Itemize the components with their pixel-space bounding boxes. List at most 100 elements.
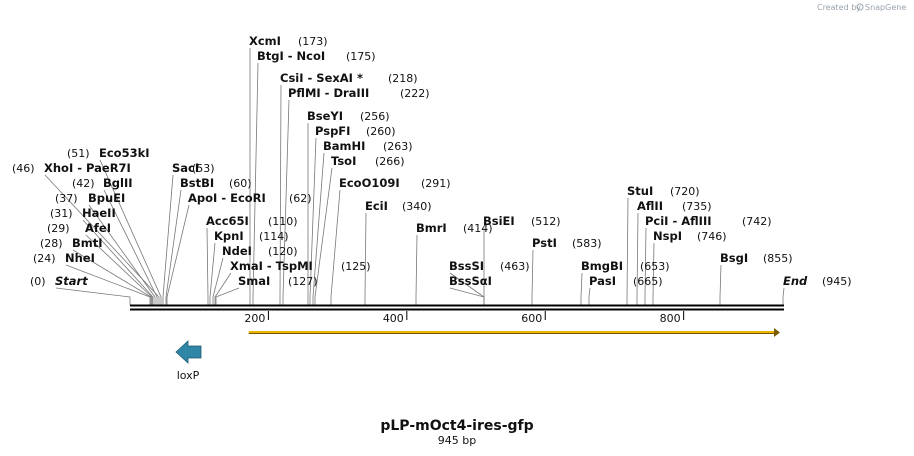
- site-label[interactable]: (37)BpuEI: [55, 191, 125, 205]
- site-label[interactable]: (653)BmgBI: [581, 259, 670, 273]
- site-leader-line: [415, 234, 418, 305]
- site-leader-line: [206, 227, 209, 305]
- site-position: (60): [229, 177, 252, 190]
- site-position: (720): [670, 185, 700, 198]
- site-leader-line: [314, 167, 333, 305]
- site-leader-line: [626, 197, 629, 305]
- site-leader-line: [85, 234, 153, 305]
- site-name: Eco53kI: [99, 146, 150, 160]
- site-leader-line: [282, 99, 290, 305]
- snapgene-logo-icon: [856, 3, 864, 11]
- site-name: PciI - AflIII: [645, 214, 712, 228]
- site-label[interactable]: (51)Eco53kI: [67, 146, 150, 160]
- site-name: BamHI: [323, 139, 365, 153]
- site-position: (512): [531, 215, 561, 228]
- site-label[interactable]: (735)AflII: [637, 199, 712, 213]
- site-label[interactable]: (29)AfeI: [47, 221, 111, 235]
- site-label[interactable]: (60) BstBI: [180, 176, 252, 190]
- site-labels: (0)Start (24)NheI(28)BmtI(29)AfeI(31)HaeI…: [12, 34, 852, 288]
- site-label[interactable]: (256)BseYI: [307, 109, 390, 123]
- site-position: (127): [288, 275, 318, 288]
- site-label[interactable]: (46)XhoI - PaeR7I: [12, 161, 131, 175]
- site-label[interactable]: (512) BsiEI: [483, 214, 561, 228]
- site-leader-line: [103, 189, 158, 305]
- site-leader-line: [88, 204, 156, 305]
- sequence-backbone: [130, 304, 784, 311]
- site-label[interactable]: (720)StuI: [627, 184, 700, 198]
- site-name: AflII: [637, 199, 663, 213]
- site-position: (173): [298, 35, 328, 48]
- site-label[interactable]: (218)CsiI - SexAI *: [280, 71, 418, 85]
- site-label[interactable]: (173)XcmI: [249, 34, 328, 48]
- map-title: pLP-mOct4-ires-gfp: [380, 418, 533, 434]
- site-label[interactable]: (28)BmtI: [40, 236, 103, 250]
- site-label[interactable]: (42)BglII: [72, 176, 133, 190]
- site-leader-line: [588, 287, 591, 305]
- ruler-tick-label: 200: [244, 312, 265, 325]
- site-position: (583): [572, 237, 602, 250]
- site-label[interactable]: (583)PstI: [532, 236, 602, 250]
- site-label[interactable]: (175)BtgI - NcoI: [257, 49, 376, 63]
- site-label[interactable]: (120)NdeI: [222, 244, 298, 258]
- site-label[interactable]: (31)HaeII: [50, 206, 116, 220]
- site-name: BmgBI: [581, 259, 623, 273]
- site-position: (218): [388, 72, 418, 85]
- feature-arrow-head: [774, 328, 780, 337]
- site-leader-line: [65, 264, 151, 305]
- site-position: (53): [192, 162, 215, 175]
- site-position: (291): [421, 177, 451, 190]
- site-label[interactable]: (340)EciI: [365, 199, 432, 213]
- site-label[interactable]: (0)Start: [30, 274, 88, 288]
- site-label[interactable]: (665)PasI: [589, 274, 663, 288]
- site-leader-line: [449, 287, 485, 305]
- site-label[interactable]: (414)BmrI: [416, 221, 493, 235]
- site-label[interactable]: (110)Acc65I: [206, 214, 298, 228]
- site-label[interactable]: (62)ApoI - EcoRI: [188, 191, 312, 205]
- site-label[interactable]: (266)TsoI: [331, 154, 405, 168]
- site-leader-line: [212, 257, 224, 305]
- site-name: BstBI: [180, 176, 214, 190]
- site-label[interactable]: (53)SacI: [172, 161, 215, 175]
- site-leader-line: [214, 272, 232, 305]
- site-name: EcoO109I: [339, 176, 400, 190]
- site-label[interactable]: BssSαI: [449, 274, 492, 288]
- site-name: NheI: [65, 251, 95, 265]
- site-label[interactable]: (463)BssSI: [449, 259, 530, 273]
- site-position: (256): [360, 110, 390, 123]
- site-name: BmtI: [72, 236, 103, 250]
- site-name: SmaI: [238, 274, 270, 288]
- site-name: BssSI: [449, 259, 484, 273]
- site-leader-line: [719, 264, 722, 305]
- site-leader-line: [162, 174, 174, 305]
- feature-loxp-arrow[interactable]: [175, 340, 202, 364]
- site-name: BsiEI: [483, 214, 515, 228]
- site-position: (855): [763, 252, 793, 265]
- site-label[interactable]: (125)XmaI - TspMI: [230, 259, 371, 273]
- site-name: EciI: [365, 199, 388, 213]
- site-label[interactable]: (114)KpnI: [214, 229, 289, 243]
- site-name: XmaI - TspMI: [230, 259, 313, 273]
- site-position: (110): [268, 215, 298, 228]
- site-label[interactable]: (263)BamHI: [323, 139, 413, 153]
- site-label[interactable]: (24)NheI: [33, 251, 95, 265]
- site-label[interactable]: (222)PflMI - DraIII: [288, 86, 430, 100]
- site-position: (120): [268, 245, 298, 258]
- site-label[interactable]: (127) SmaI: [238, 274, 318, 288]
- site-label[interactable]: (746)NspI: [653, 229, 727, 243]
- site-leader-line: [82, 219, 154, 305]
- site-name: PspFI: [315, 124, 350, 138]
- site-leader-line: [309, 137, 317, 305]
- site-label[interactable]: (742)PciI - AflIII: [645, 214, 772, 228]
- site-position: (29): [47, 222, 70, 235]
- site-position: (114): [259, 230, 289, 243]
- site-leader-line: [215, 287, 240, 305]
- site-label[interactable]: (945)End: [783, 274, 852, 288]
- site-position: (0): [30, 275, 46, 288]
- site-label[interactable]: (260)PspFI: [315, 124, 396, 138]
- site-leader-line: [72, 249, 152, 305]
- site-leader-line: [44, 174, 160, 305]
- site-label[interactable]: (855)BsgI: [720, 251, 793, 265]
- site-name: End: [783, 274, 808, 288]
- site-position: (266): [375, 155, 405, 168]
- site-label[interactable]: (291) EcoO109I: [339, 176, 451, 190]
